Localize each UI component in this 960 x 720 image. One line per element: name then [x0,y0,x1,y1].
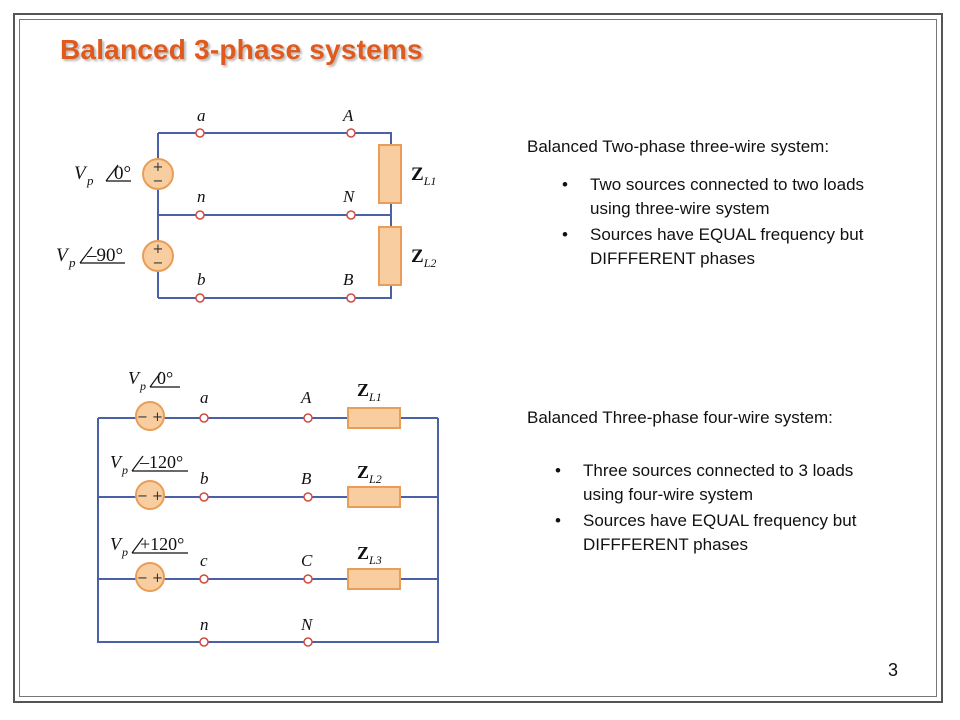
node-label-n: n [197,187,206,206]
source-vp-0: + − [142,158,174,190]
three-phase-heading: Balanced Three-phase four-wire system: [527,408,833,427]
two-phase-source-labels: V p 0° V p –90° [56,163,131,270]
node-label-n: n [200,615,209,634]
node-label-a: a [200,388,209,407]
three-phase-terminals [199,413,313,647]
source-label-vp-plus120: V p +120° [110,534,188,559]
terminal-c [199,574,209,584]
node-label-B: B [343,270,354,289]
source-label-vp-0: V p 0° [128,368,180,393]
list-item: Three sources connected to 3 loads using… [553,459,893,507]
svg-text:0°: 0° [157,368,173,388]
three-phase-loads [347,407,401,590]
svg-text:V: V [110,534,123,554]
three-phase-source-labels: V p 0° V p –120° V p +120° [110,368,188,559]
svg-text:V: V [128,368,141,388]
load-zl1 [378,144,402,204]
three-phase-load-labels: ZL1 ZL2 ZL3 [357,380,382,567]
slide-inner-border [19,19,937,697]
source-label-vp-minus90: V p –90° [56,245,125,270]
two-phase-load-labels: ZL1 ZL2 [411,164,436,270]
two-phase-circuit-diagram: + − + − a A n N b B V p 0° V p [56,106,436,303]
source-vp-0: − + [135,401,165,431]
source-label-vp-0: V p 0° [74,163,131,188]
terminal-B [303,492,313,502]
node-label-b: b [200,469,209,488]
load-zl2 [378,226,402,286]
two-phase-node-labels: a A n N b B [197,106,356,289]
svg-text:V: V [110,452,123,472]
terminal-C [303,574,313,584]
svg-text:− +: − + [137,571,163,586]
terminal-a [199,413,209,423]
svg-text:–90°: –90° [86,245,123,266]
svg-text:+120°: +120° [140,534,184,554]
source-vp-minus90: + − [142,240,174,272]
two-phase-bullet-list: Two sources connected to two loads using… [560,173,900,273]
node-label-N: N [342,187,356,206]
load-label-zl2: ZL2 [357,462,382,486]
two-phase-wires [157,132,392,299]
source-vp-minus120: − + [135,480,165,510]
two-phase-sources: + − + − [142,158,174,272]
terminal-n [195,210,205,220]
three-phase-bullet-list: Three sources connected to 3 loads using… [553,459,893,559]
svg-text:p: p [86,173,94,188]
svg-text:p: p [68,255,76,270]
node-label-c: c [200,551,208,570]
terminal-N [346,210,356,220]
load-label-zl1: ZL1 [357,380,382,404]
slide-outer-border [13,13,943,703]
source-label-vp-minus120: V p –120° [110,452,188,477]
three-phase-circuit-diagram: − + − + − + a A b B c C n N V p [97,368,439,647]
terminal-N [303,637,313,647]
svg-text:− +: − + [137,410,163,425]
svg-text:V: V [74,163,88,184]
terminal-a [195,128,205,138]
svg-text:V: V [56,245,70,266]
svg-text:−: − [153,174,164,189]
svg-text:–120°: –120° [139,452,183,472]
node-label-N: N [300,615,314,634]
two-phase-loads [378,144,402,286]
node-label-A: A [300,388,312,407]
load-label-zl1: ZL1 [411,164,436,188]
source-vp-plus120: − + [135,562,165,592]
terminal-A [303,413,313,423]
svg-text:− +: − + [137,489,163,504]
svg-text:+: + [153,242,164,257]
node-label-B: B [301,469,312,488]
svg-text:+: + [153,160,164,175]
node-label-A: A [342,106,354,125]
three-phase-sources: − + − + − + [135,401,165,592]
list-item: Sources have EQUAL frequency but DIFFFER… [560,223,900,271]
node-label-C: C [301,551,313,570]
svg-text:−: − [153,256,164,271]
terminal-B [346,293,356,303]
terminal-A [346,128,356,138]
svg-text:0°: 0° [114,163,131,184]
list-item: Sources have EQUAL frequency but DIFFFER… [553,509,893,557]
slide-title: Balanced 3-phase systems [60,34,423,65]
two-phase-terminals [195,128,356,303]
node-label-a: a [197,106,206,125]
load-zl2 [347,486,401,508]
load-label-zl2: ZL2 [411,246,436,270]
node-label-b: b [197,270,206,289]
svg-text:p: p [139,379,146,393]
svg-text:p: p [121,545,128,559]
terminal-b [199,492,209,502]
three-phase-node-labels: a A b B c C n N [200,388,314,634]
list-item: Two sources connected to two loads using… [560,173,900,221]
terminal-b [195,293,205,303]
terminal-n [199,637,209,647]
load-zl3 [347,568,401,590]
load-zl1 [347,407,401,429]
load-label-zl3: ZL3 [357,543,382,567]
svg-text:p: p [121,463,128,477]
page-number: 3 [888,660,899,680]
two-phase-heading: Balanced Two-phase three-wire system: [527,137,830,156]
